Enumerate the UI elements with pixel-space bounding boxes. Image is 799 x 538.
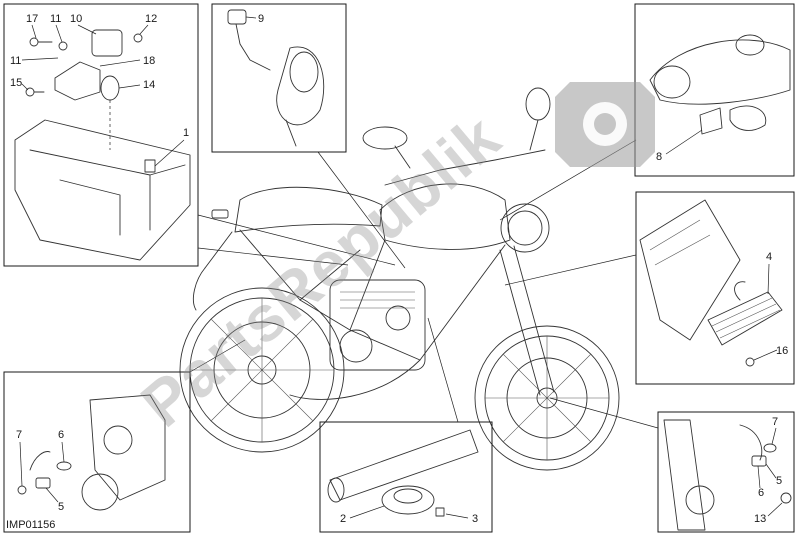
rear-turn-signal	[211, 209, 229, 219]
exhaust-pipe	[289, 359, 421, 400]
engine	[329, 279, 426, 371]
rear-caliper-parts	[17, 394, 166, 511]
mirror-left	[362, 126, 411, 169]
top-yoke-parts	[649, 34, 791, 135]
callout-1: 1	[183, 127, 189, 139]
callout-16: 16	[776, 345, 788, 357]
callout-11: 11	[50, 13, 61, 25]
frame-tubes	[299, 239, 506, 361]
callout-6: 6	[758, 487, 764, 499]
callout-6: 6	[58, 429, 64, 441]
callout-8: 8	[656, 151, 662, 163]
callout-13: 13	[754, 513, 766, 525]
gear-icon	[555, 82, 655, 167]
callout-7: 7	[16, 429, 22, 441]
callout-3: 3	[472, 513, 478, 525]
callout-5: 5	[776, 475, 782, 487]
callout-7: 7	[772, 416, 778, 428]
callout-2: 2	[340, 513, 346, 525]
rear-fender	[193, 267, 206, 311]
motorcycle-illustration	[179, 87, 620, 471]
panel-voltage-regulator	[635, 191, 795, 385]
horn-parts	[327, 429, 479, 517]
front-wheel	[474, 325, 620, 471]
battery-tray-parts	[14, 29, 191, 261]
throttle-body-parts	[227, 9, 325, 147]
callout-9: 9	[258, 13, 264, 25]
front-fork	[499, 245, 555, 396]
headlamp	[500, 203, 550, 253]
drawing-code: IMP01156	[6, 519, 55, 531]
panel-throttle-body	[211, 3, 347, 153]
handlebar	[384, 149, 546, 186]
mirror-right	[525, 87, 551, 151]
callouts-battery-tray: 17 11 10 12 11 18 15 14 1	[10, 13, 189, 167]
fuel-tank	[379, 183, 511, 250]
callout-5: 5	[58, 501, 64, 513]
callout-4: 4	[766, 251, 772, 263]
callout-11: 11	[10, 55, 21, 67]
panel-horn	[319, 421, 493, 533]
callout-17: 17	[26, 13, 38, 25]
callouts-front-sensor: 7 5 6 13	[754, 416, 783, 525]
watermark: PartsRepublik	[128, 82, 655, 441]
seat	[234, 186, 383, 233]
callouts-rear-caliper: 7 6 5	[16, 429, 65, 513]
panel-front-wheel-sensor	[657, 411, 795, 533]
regulator-parts	[639, 199, 783, 367]
callout-14: 14	[143, 79, 155, 91]
front-sensor-parts	[663, 419, 792, 531]
callout-18: 18	[143, 55, 155, 67]
panel-rear-caliper-sensor	[3, 371, 191, 533]
callout-12: 12	[145, 13, 157, 25]
callout-10: 10	[70, 13, 82, 25]
callout-15: 15	[10, 77, 22, 89]
panel-battery-tray	[3, 3, 199, 267]
